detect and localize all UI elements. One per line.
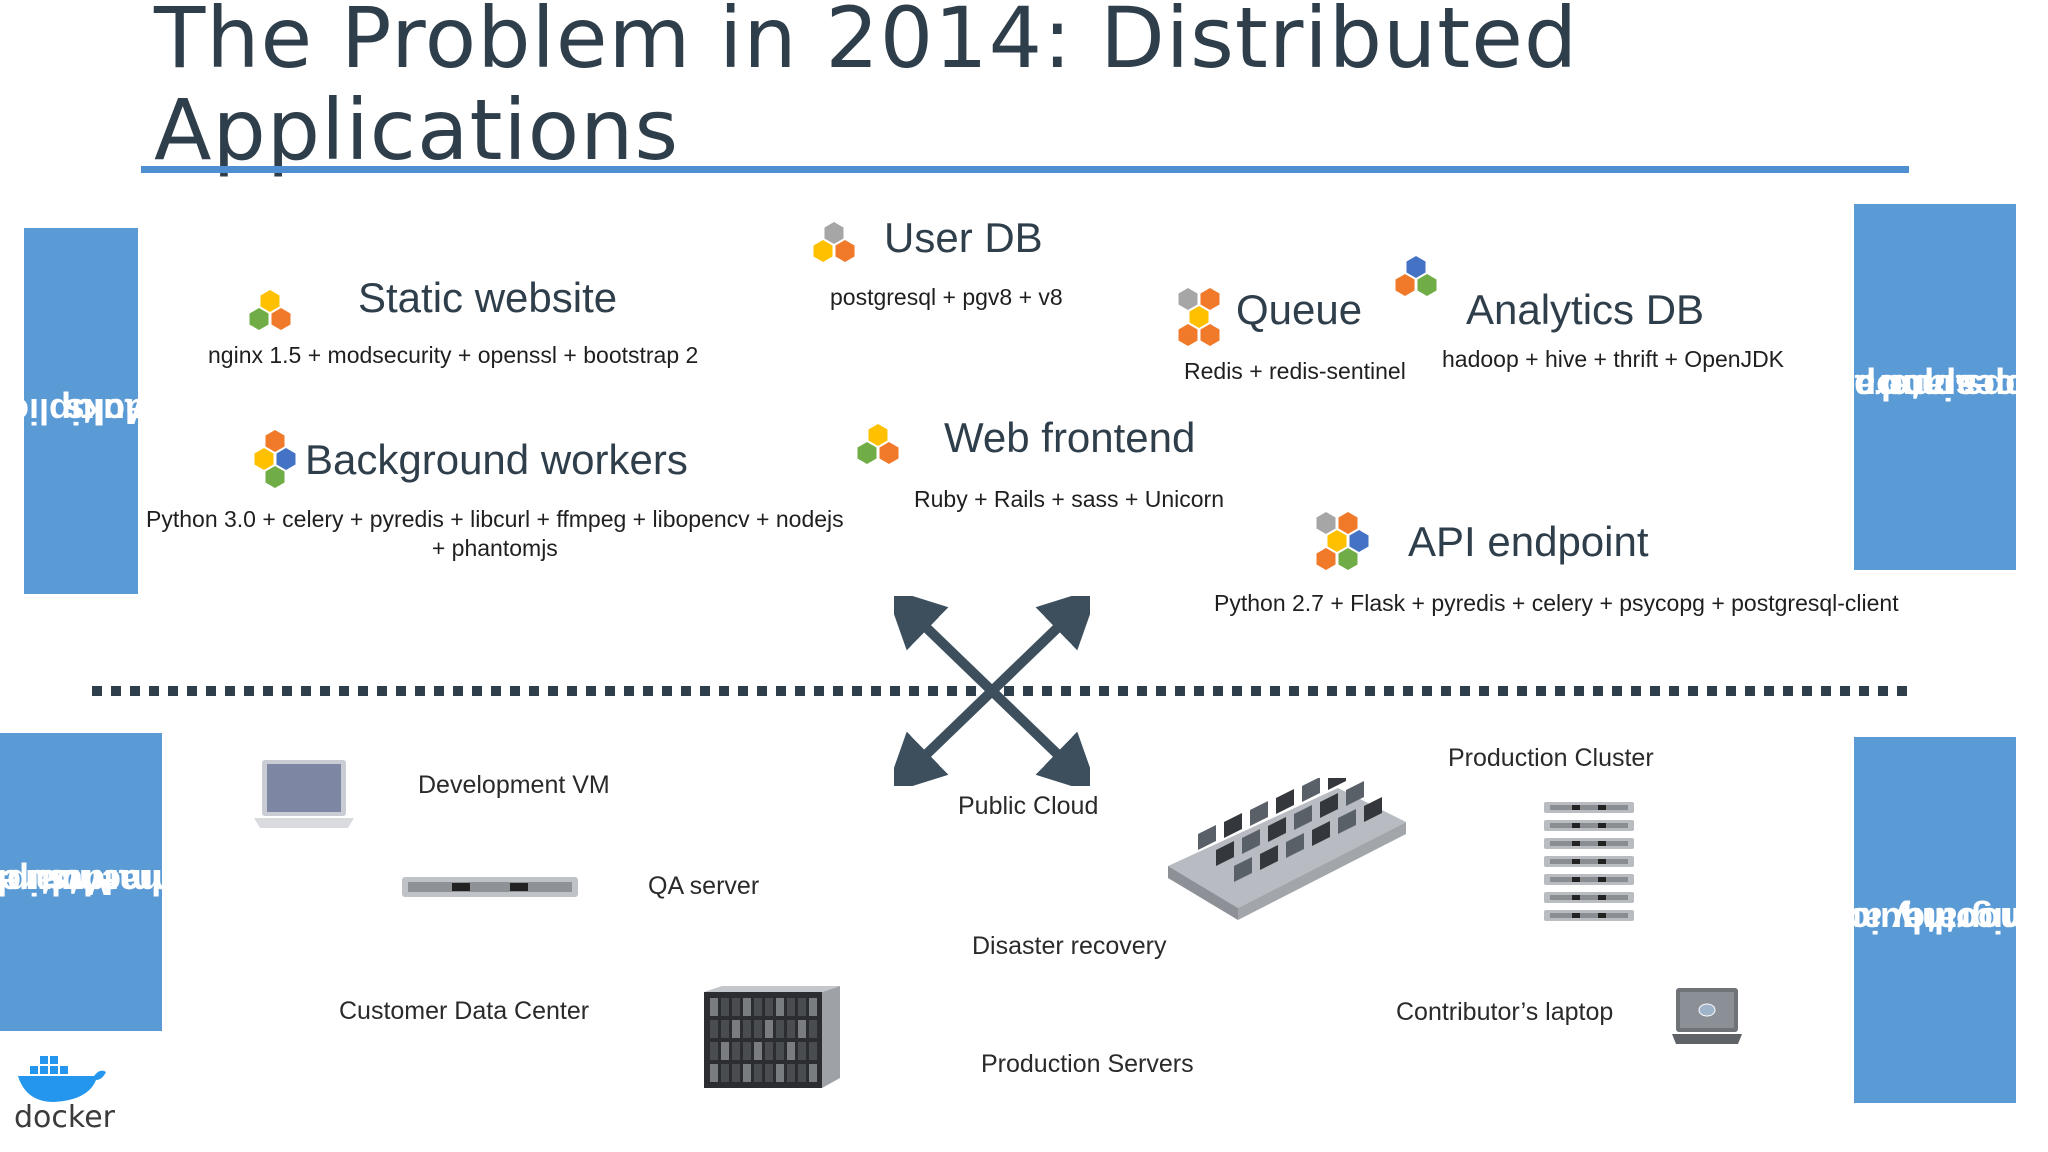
hex-cluster-icon bbox=[1312, 502, 1370, 575]
hexagon-shape bbox=[265, 466, 285, 488]
hexagon-shape bbox=[254, 448, 274, 470]
slide-title: The Problem in 2014: Distributed Applica… bbox=[154, 0, 1578, 176]
service-background-workers-stack: Python 3.0 + celery + pyredis + libcurl … bbox=[146, 506, 844, 562]
server-stack-icon bbox=[1544, 802, 1634, 921]
env-production-cluster: Production Cluster bbox=[1448, 744, 1654, 772]
hexagon-shape bbox=[835, 240, 855, 262]
dell-laptop-icon bbox=[1672, 988, 1742, 1044]
env-customer-data-center: Customer Data Center bbox=[339, 997, 590, 1025]
hexagon-shape bbox=[271, 308, 291, 330]
side-label-interact: Do services and apps interact appropriat… bbox=[1726, 204, 2048, 570]
hex-cluster-icon bbox=[1174, 278, 1221, 351]
title-underline bbox=[141, 166, 1909, 173]
env-contributors-laptop: Contributor’s laptop bbox=[1396, 998, 1614, 1026]
rack-server-icon bbox=[402, 877, 578, 897]
datacenter-icon bbox=[1168, 778, 1406, 920]
service-analytics-db-stack: hadoop + hive + thrift + OpenJDK bbox=[1442, 346, 1785, 372]
hexagon-shape bbox=[1200, 324, 1220, 346]
env-disaster-recovery: Disaster recovery bbox=[972, 932, 1167, 960]
service-static-website-stack: nginx 1.5 + modsecurity + openssl + boot… bbox=[208, 342, 699, 368]
service-queue-stack: Redis + redis-sentinel bbox=[1184, 358, 1406, 384]
hexagon-shape bbox=[1178, 324, 1198, 346]
hexagon-shape bbox=[1417, 274, 1437, 296]
laptop-icon bbox=[254, 760, 354, 828]
service-user-db-title: User DB bbox=[884, 214, 1043, 261]
service-static-website-title: Static website bbox=[358, 274, 618, 321]
service-background-workers-stack-line2: + phantomjs bbox=[431, 535, 558, 561]
hex-cluster-icon bbox=[250, 418, 297, 493]
service-api-endpoint-stack: Python 2.7 + Flask + pyredis + celery + … bbox=[1214, 590, 1899, 616]
hexagon-shape bbox=[1338, 548, 1358, 570]
service-user-db-stack: postgresql + pgv8 + v8 bbox=[830, 284, 1063, 310]
env-production-servers: Production Servers bbox=[981, 1050, 1194, 1078]
hex-cluster-icon bbox=[856, 412, 900, 469]
hexagon-shape bbox=[1200, 288, 1220, 310]
hexagon-shape bbox=[824, 222, 844, 244]
hex-cluster-icon bbox=[1394, 244, 1438, 301]
hexagon-shape bbox=[1338, 512, 1358, 534]
env-public-cloud: Public Cloud bbox=[958, 792, 1099, 820]
hexagon-shape bbox=[1178, 288, 1198, 310]
cross-arrows-icon bbox=[894, 596, 1090, 786]
hexagon-shape bbox=[265, 430, 285, 452]
service-queue-title: Queue bbox=[1236, 286, 1363, 333]
service-analytics-db-title: Analytics DB bbox=[1466, 286, 1705, 333]
hexagon-shape bbox=[249, 308, 269, 330]
service-api-endpoint-title: API endpoint bbox=[1408, 518, 1649, 565]
hexagon-shape bbox=[868, 424, 888, 446]
hexagon-shape bbox=[879, 442, 899, 464]
side-label-stacks: Multiplicity of Stacks bbox=[0, 228, 181, 594]
service-background-workers-title: Background workers bbox=[305, 436, 688, 483]
side-label-hardware-line3: environments bbox=[46, 862, 284, 903]
side-label-stacks-line2: Stacks bbox=[64, 391, 182, 432]
side-label-migrate: Can I migrate smoothly and quickly? bbox=[1778, 737, 2048, 1103]
dashed-separator bbox=[92, 686, 1908, 696]
hexagon-shape bbox=[1327, 530, 1347, 552]
service-web-frontend-stack: Ruby + Rails + sass + Unicorn bbox=[914, 486, 1224, 512]
title-line-1: The Problem in 2014: Distributed bbox=[154, 0, 1579, 87]
hexagon-shape bbox=[1316, 548, 1336, 570]
hexagon-shape bbox=[260, 290, 280, 312]
env-development-vm: Development VM bbox=[418, 771, 610, 799]
hexagon-shape bbox=[857, 442, 877, 464]
service-background-workers-stack-line1: Python 3.0 + celery + pyredis + libcurl … bbox=[146, 506, 844, 532]
service-web-frontend-title: Web frontend bbox=[944, 414, 1196, 461]
side-label-migrate-line3: quickly? bbox=[1777, 900, 1925, 941]
hexagon-shape bbox=[1395, 274, 1415, 296]
hexagon-shape bbox=[1316, 512, 1336, 534]
docker-logo-text: docker bbox=[14, 1100, 115, 1135]
docker-logo-icon bbox=[18, 1056, 106, 1102]
title-line-2: Applications bbox=[154, 81, 680, 179]
blade-chassis-icon bbox=[704, 986, 840, 1088]
hexagon-shape bbox=[813, 240, 833, 262]
hexagon-shape bbox=[1349, 530, 1369, 552]
hexagon-shape bbox=[1406, 256, 1426, 278]
side-label-hardware: Multiplicity of hardware environments bbox=[0, 733, 283, 1031]
hex-cluster-icon bbox=[248, 278, 292, 335]
hexagon-shape bbox=[1189, 306, 1209, 328]
hex-cluster-icon bbox=[812, 210, 856, 267]
env-qa-server: QA server bbox=[648, 872, 760, 900]
hexagon-shape bbox=[276, 448, 296, 470]
